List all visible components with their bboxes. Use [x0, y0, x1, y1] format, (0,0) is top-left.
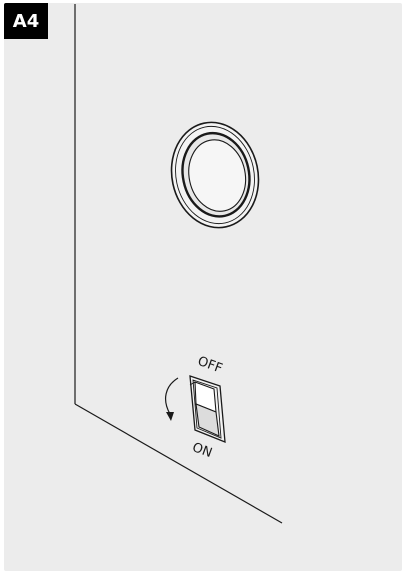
- rocker-switch[interactable]: [189, 375, 226, 443]
- appliance-bottom-edge: [74, 403, 283, 524]
- step-badge: A4: [4, 3, 48, 39]
- illustration-panel: [4, 3, 402, 571]
- curved-arrow-icon: [164, 377, 179, 421]
- switch-on-label: ON: [190, 440, 214, 461]
- round-button-icon[interactable]: [162, 114, 268, 236]
- switch-off-label: OFF: [196, 354, 225, 377]
